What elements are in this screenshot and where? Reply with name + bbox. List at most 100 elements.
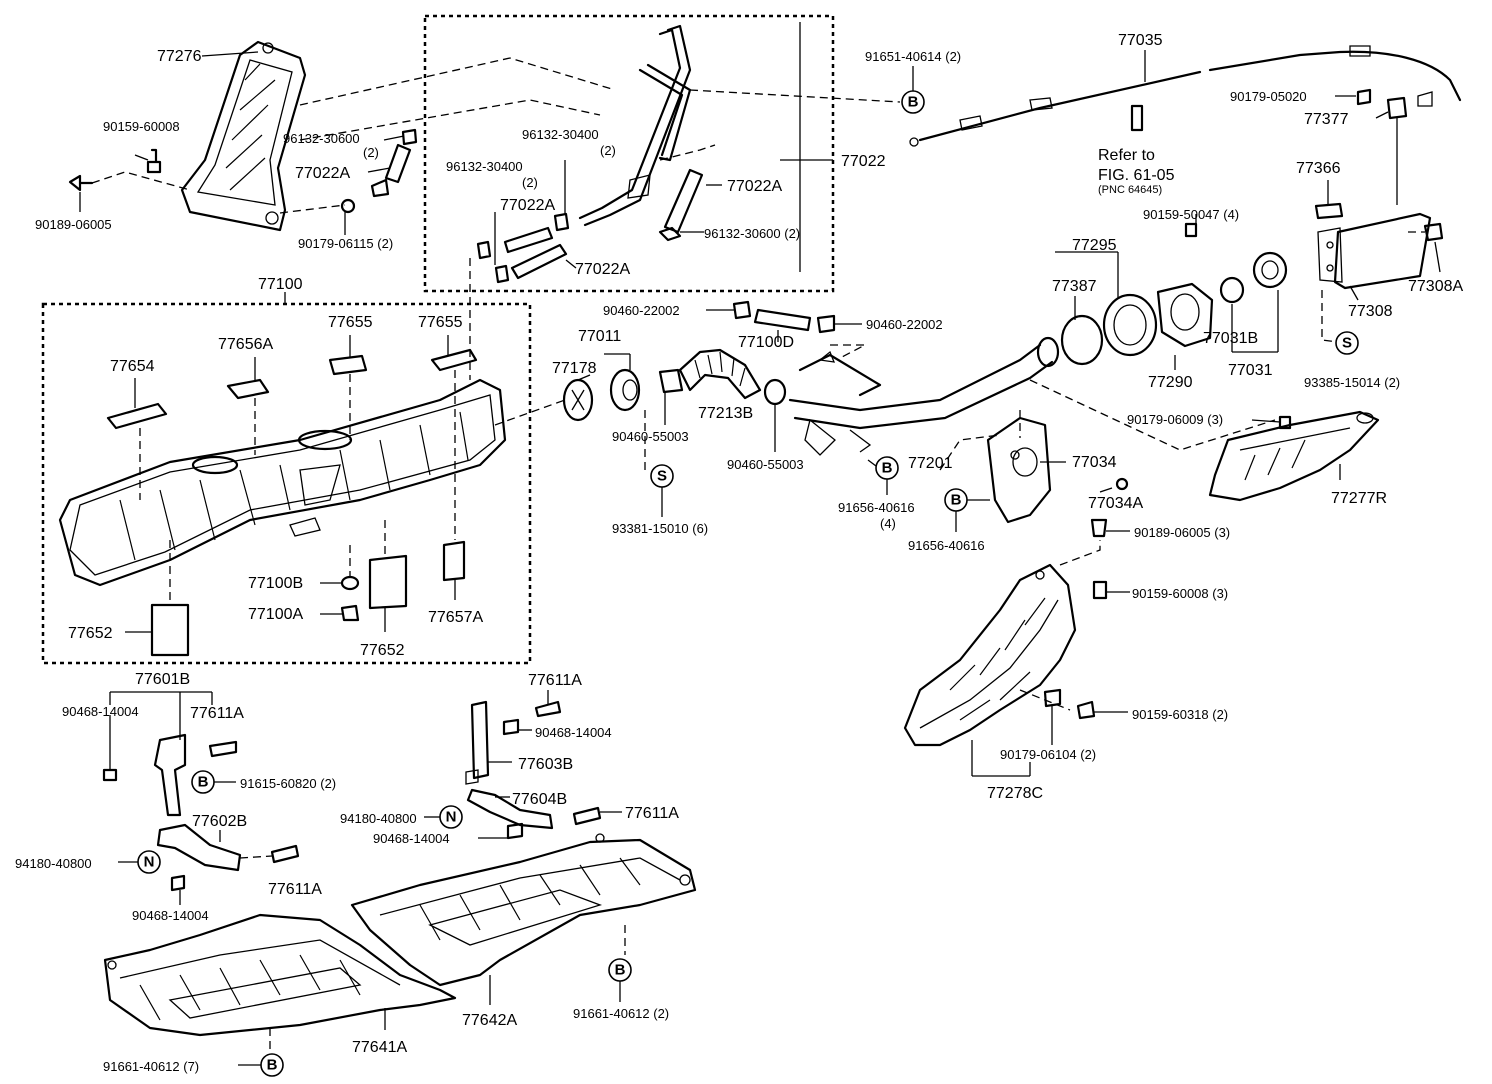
label-93381-15010: 93381-15010 (6) bbox=[612, 521, 708, 536]
filler-pipe-77201 bbox=[788, 336, 1060, 456]
svg-text:S: S bbox=[657, 468, 667, 485]
label-90179-06104: 90179-06104 (2) bbox=[1000, 747, 1096, 762]
shield-77277R bbox=[1208, 410, 1380, 502]
svg-text:B: B bbox=[198, 774, 209, 791]
grommet-77011 bbox=[609, 368, 641, 412]
clip-90179-06104 bbox=[1043, 688, 1062, 708]
bracket-77602B bbox=[156, 823, 242, 872]
label-77022A-a: 77022A bbox=[295, 165, 350, 182]
label-94180-40800-a: 94180-40800 bbox=[15, 856, 92, 871]
clip-90468-14004-c bbox=[502, 718, 520, 736]
hose-77022A-left bbox=[384, 143, 412, 184]
pnc-ref-text: (PNC 64645) bbox=[1098, 184, 1162, 196]
fig-ref-text: FIG. 61-05 bbox=[1098, 167, 1175, 184]
bolt-symbol-91656-b: B bbox=[944, 488, 968, 512]
grommet-77031B bbox=[1219, 276, 1245, 304]
label-77652-a: 77652 bbox=[68, 625, 113, 642]
bolt-90179-06009 bbox=[1278, 415, 1292, 430]
clip-90468-14004-a bbox=[102, 768, 118, 782]
label-77602B: 77602B bbox=[192, 813, 247, 830]
svg-text:B: B bbox=[908, 94, 919, 111]
label-77642A: 77642A bbox=[462, 1012, 517, 1029]
label-96132-30600-a: 96132-30600 bbox=[283, 131, 360, 146]
label-77655-b: 77655 bbox=[418, 314, 463, 331]
pad-77655-b bbox=[430, 348, 478, 372]
label-77022A-b: 77022A bbox=[500, 197, 555, 214]
bolt-symbol-91661-a: B bbox=[608, 958, 632, 982]
label-77387: 77387 bbox=[1052, 278, 1097, 295]
under-cover-77642A bbox=[350, 833, 697, 987]
release-cable-77035 bbox=[909, 45, 1462, 147]
ref-part-icon bbox=[1130, 104, 1144, 132]
label-77611A-a: 77611A bbox=[190, 705, 244, 722]
label-77178: 77178 bbox=[552, 360, 597, 377]
plug-77100A bbox=[340, 604, 360, 622]
label-90159-60008-a: 90159-60008 bbox=[103, 119, 180, 134]
under-cover-77641A bbox=[103, 913, 457, 1037]
label-90468-14004-c: 90468-14004 bbox=[535, 725, 612, 740]
protector-77034 bbox=[986, 416, 1052, 524]
seal-symbol-93381: S bbox=[650, 464, 674, 488]
label-90460-22002-a: 90460-22002 bbox=[603, 303, 680, 318]
label-77604B: 77604B bbox=[512, 791, 567, 808]
bolt-90159-60008-a bbox=[146, 148, 162, 174]
label-90179-05020: 90179-05020 bbox=[1230, 89, 1307, 104]
clip-77034A bbox=[1115, 477, 1129, 491]
label-77652-b: 77652 bbox=[360, 642, 405, 659]
hose-77100D bbox=[753, 308, 812, 332]
clamp-90460-55003-b bbox=[763, 378, 787, 406]
label-96132-30400-a-qty: (2) bbox=[600, 143, 616, 158]
label-77377: 77377 bbox=[1304, 111, 1349, 128]
bolt-77611A-c bbox=[534, 700, 562, 718]
svg-text:N: N bbox=[144, 854, 155, 871]
label-90159-50047: 90159-50047 (4) bbox=[1143, 207, 1239, 222]
bolt-90159-60318 bbox=[1076, 700, 1096, 720]
bumper-77308A bbox=[1423, 222, 1444, 242]
grommet-77100B bbox=[340, 575, 360, 591]
svg-text:B: B bbox=[615, 962, 626, 979]
label-77031B: 77031B bbox=[1203, 330, 1258, 347]
label-90189-06005-a: 90189-06005 bbox=[35, 217, 112, 232]
svg-text:S: S bbox=[1342, 335, 1352, 352]
clamp-90460-22002-b bbox=[816, 314, 836, 334]
ring-77295 bbox=[1102, 293, 1158, 357]
hinge-77366 bbox=[1314, 202, 1344, 220]
bracket-77604B bbox=[466, 788, 554, 830]
label-90159-60318: 90159-60318 (2) bbox=[1132, 707, 1228, 722]
label-77100A: 77100A bbox=[248, 606, 303, 623]
bolt-90159-50047 bbox=[1184, 222, 1198, 238]
bracket-77601B bbox=[153, 733, 187, 817]
svg-text:B: B bbox=[882, 460, 893, 477]
bolt-77611A-d bbox=[572, 806, 602, 826]
pad-77655-a bbox=[328, 354, 368, 376]
pad-77652-b bbox=[368, 554, 408, 610]
label-77022A-c: 77022A bbox=[727, 178, 782, 195]
clip-90468-14004-b bbox=[170, 874, 186, 892]
svg-text:N: N bbox=[446, 809, 457, 826]
label-91656-40616-a-qty: (4) bbox=[880, 516, 896, 531]
group-box-77100 bbox=[41, 302, 532, 665]
hose-77022A-right bbox=[663, 168, 704, 234]
gasket-77387 bbox=[1060, 314, 1104, 366]
label-77308A: 77308A bbox=[1408, 278, 1463, 295]
label-77290: 77290 bbox=[1148, 374, 1193, 391]
label-96132-30600-b: 96132-30600 (2) bbox=[704, 226, 800, 241]
label-94180-40800-b: 94180-40800 bbox=[340, 811, 417, 826]
label-91651-40614: 91651-40614 (2) bbox=[865, 49, 961, 64]
label-91656-40616-a: 91656-40616 bbox=[838, 500, 915, 515]
pad-77652-a bbox=[150, 603, 190, 657]
label-77656A: 77656A bbox=[218, 336, 273, 353]
cap-77031 bbox=[1252, 251, 1288, 289]
label-77276: 77276 bbox=[157, 48, 202, 65]
screw-90189-06005-b bbox=[1090, 518, 1108, 538]
label-90460-22002-b: 90460-22002 bbox=[866, 317, 943, 332]
label-77295: 77295 bbox=[1072, 237, 1117, 254]
label-96132-30400-b-qty: (2) bbox=[522, 175, 538, 190]
label-91661-40612-b: 91661-40612 (7) bbox=[103, 1059, 199, 1074]
seal-symbol-93385: S bbox=[1335, 331, 1359, 355]
fuel-lid-77308 bbox=[1317, 212, 1432, 290]
label-91656-40616-b: 91656-40616 bbox=[908, 538, 985, 553]
bolt-symbol-91651: B bbox=[901, 90, 925, 114]
pad-77654 bbox=[106, 402, 168, 430]
